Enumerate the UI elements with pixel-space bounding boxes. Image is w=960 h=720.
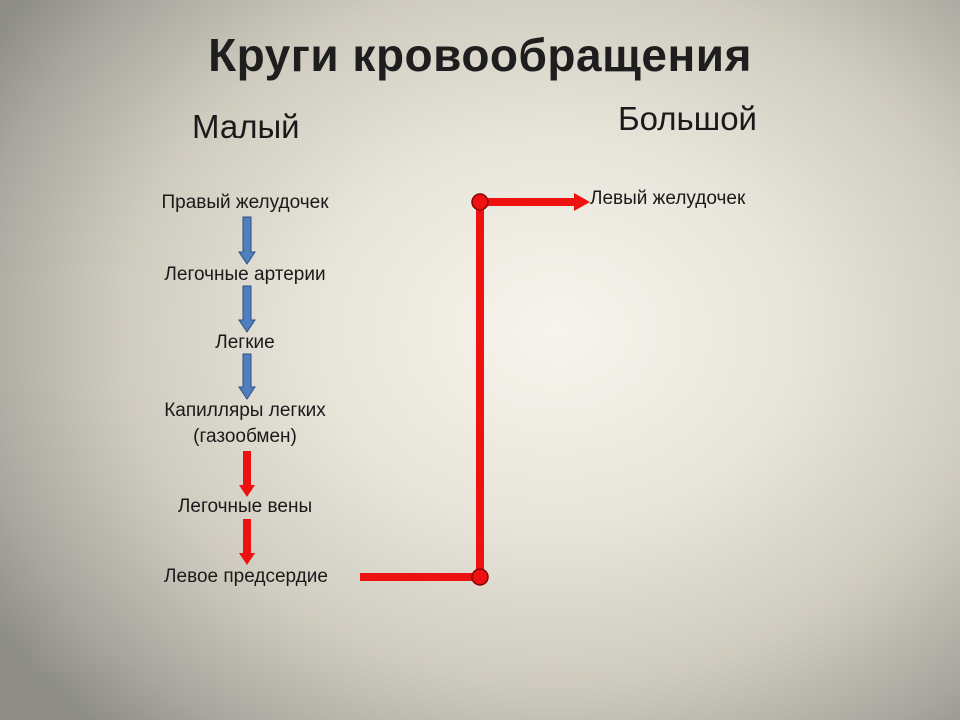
node-pulmonary-arteries: Легочные артерии xyxy=(164,264,326,285)
node-left-ventricle: Левый желудочек xyxy=(590,188,746,209)
red-arrow-capillaries-to-pv xyxy=(239,451,255,497)
node-lungs: Легкие xyxy=(215,332,275,353)
node-left-atrium: Левое предсердие xyxy=(164,566,328,587)
slide-title: Круги кровообращения xyxy=(208,29,752,81)
big-circle-heading: Большой xyxy=(618,100,757,137)
small-circle-heading: Малый xyxy=(192,108,300,145)
blue-arrow-pa-to-lungs xyxy=(238,285,256,333)
node-pulmonary-veins: Легочные вены xyxy=(177,496,313,517)
red-arrow-pv-to-la xyxy=(239,519,255,565)
node-lung-capillaries-line2: (газообмен) xyxy=(193,426,297,447)
node-right-ventricle: Правый желудочек xyxy=(161,192,329,213)
connector-la-to-lv xyxy=(360,193,590,586)
connector-dot-top xyxy=(471,193,489,211)
connector-dot-bottom xyxy=(471,568,489,586)
blue-arrow-lungs-to-capillaries xyxy=(238,353,256,400)
blue-arrow-rv-to-pa xyxy=(238,216,256,265)
node-lung-capillaries: Капилляры легких (газообмен) xyxy=(95,398,395,450)
node-lung-capillaries-line1: Капилляры легких xyxy=(164,400,326,421)
